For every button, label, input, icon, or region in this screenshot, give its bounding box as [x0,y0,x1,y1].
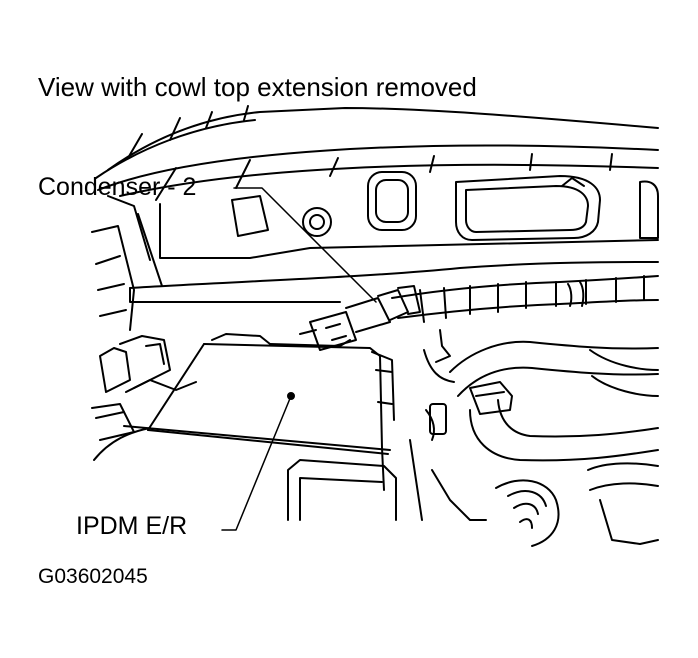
wiring-harness [391,275,659,323]
label-condenser-2: Condenser - 2 [38,173,197,201]
diagram-title: View with cowl top extension removed [38,72,477,102]
left-bracket [91,335,197,461]
figure-id: G03602045 [38,565,148,588]
left-strut [91,195,163,331]
cowl-panel [97,144,659,303]
label-ipdm-er: IPDM E/R [76,512,188,540]
condenser-2-connector [299,285,421,351]
lower-body-panel [123,425,397,521]
windshield-edge [95,105,659,179]
right-lower-components [409,381,659,547]
hoses [423,329,659,462]
ipdm-er-box [147,333,395,491]
leader-lines [221,187,377,531]
